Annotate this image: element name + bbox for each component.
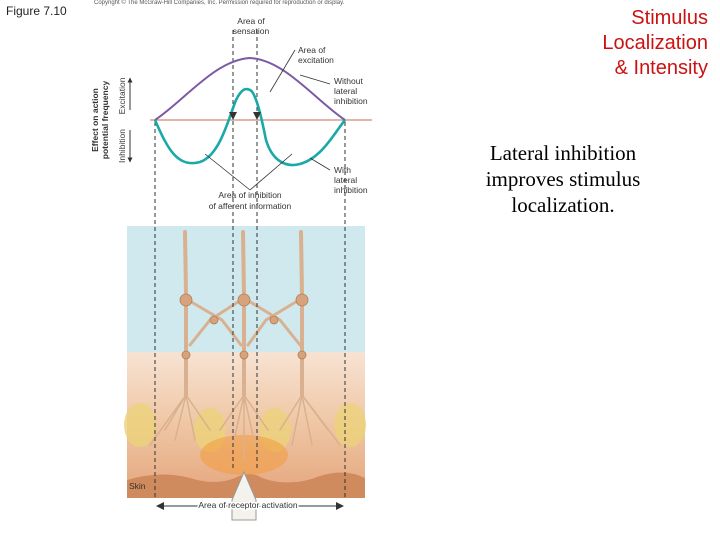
receptor-activation-label: Area of receptor activation	[198, 500, 297, 510]
gland-cluster	[334, 403, 366, 447]
receptor-arrow-head-left	[156, 502, 164, 510]
without-inhibition-label: lateral	[334, 86, 357, 96]
sensation-arrow-head	[229, 112, 237, 120]
sensation-arrow-head	[253, 112, 261, 120]
title-line: Stimulus	[631, 7, 708, 29]
pointer-lines	[204, 49, 331, 191]
area-of-excitation-label: excitation	[298, 55, 334, 65]
slide-body-text: Lateral inhibition improves stimulus loc…	[458, 140, 668, 218]
slide-title: Stimulus Localization & Intensity	[548, 6, 708, 81]
area-of-sensation-label: Area of	[237, 16, 265, 26]
title-line: & Intensity	[614, 57, 708, 79]
without-inhibition-label: Without	[334, 76, 363, 86]
title-line: Localization	[602, 32, 708, 54]
skin-label: Skin	[129, 481, 146, 491]
without-inhibition-curve	[154, 56, 346, 121]
without-inhibition-label: inhibition	[334, 96, 368, 106]
blue-tissue-zone	[127, 226, 365, 356]
neurons	[149, 230, 341, 461]
y-axis-label: potential frequency	[100, 81, 110, 160]
figure-label: Figure 7.10	[6, 4, 67, 18]
neuron-synapses	[179, 293, 309, 360]
body-line: improves stimulus	[485, 167, 641, 191]
with-inhibition-label: With	[334, 165, 351, 175]
area-of-inhibition-label: Area of inhibition	[218, 190, 282, 200]
with-inhibition-curve	[153, 87, 346, 167]
area-of-sensation-label: sensation	[233, 26, 270, 36]
copyright-notice: Copyright © The McGraw-Hill Companies, I…	[94, 0, 345, 6]
body-line: Lateral inhibition	[489, 141, 637, 165]
receptor-arrow-head-right	[336, 502, 344, 510]
inhibition-label: Inhibition	[117, 129, 127, 163]
area-of-excitation-label: Area of	[298, 45, 326, 55]
y-axis-label: Effect on action	[90, 88, 100, 152]
with-inhibition-label: inhibition	[334, 185, 368, 195]
gland-cluster	[124, 403, 156, 447]
body-line: localization.	[511, 193, 615, 217]
excitation-label: Excitation	[117, 77, 127, 114]
area-of-inhibition-label: of afferent information	[209, 201, 292, 211]
with-inhibition-label: lateral	[334, 175, 357, 185]
stimulus-probe	[231, 470, 257, 521]
